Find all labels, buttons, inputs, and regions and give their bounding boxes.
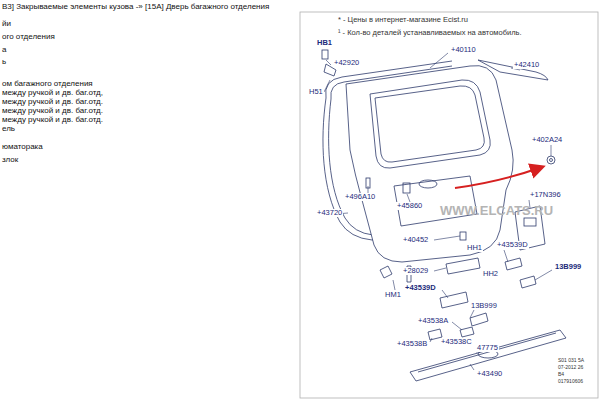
- window-inner: [375, 86, 484, 162]
- zoom-arrow: [455, 167, 542, 188]
- callout-number: +43538A: [417, 317, 449, 325]
- list-item: между ручкой и дв. баг.отд.: [2, 98, 103, 107]
- callout-number: H51: [308, 88, 324, 96]
- callout-number: +43720: [316, 209, 343, 217]
- pad: [460, 327, 474, 337]
- list-item: ого отделения: [2, 33, 55, 42]
- list-item: злок: [2, 156, 18, 165]
- callout-number: +42410: [513, 61, 540, 69]
- callout-number: +402A24: [531, 136, 563, 144]
- callout-number: 47775: [476, 344, 499, 352]
- list-item: юматорака: [2, 143, 43, 152]
- callout-number: 13B999: [554, 263, 582, 271]
- callout-number: 13B999: [470, 302, 498, 310]
- clip: [380, 266, 392, 278]
- nut-hole: [550, 159, 553, 162]
- callout-number: +40110: [450, 46, 477, 54]
- page-title: В3] Закрываемые элементы кузова -» [15A]…: [2, 3, 269, 12]
- handle-bar: [410, 330, 566, 381]
- bracket-slot: [524, 218, 536, 226]
- list-item: между ручкой и дв. баг.отд.: [2, 116, 103, 125]
- callout-number: +43539D: [496, 241, 529, 249]
- callout-number: +45860: [396, 202, 423, 210]
- callout-number: +496A10: [344, 193, 376, 201]
- list-item: между ручкой и дв. баг.отд.: [2, 107, 103, 116]
- list-item: ом багажного отделения: [2, 80, 93, 89]
- list-item: ь: [2, 58, 6, 67]
- callout-number: HH1: [466, 244, 483, 252]
- drawing-stamp: 017910606: [558, 379, 583, 385]
- handle: [446, 258, 480, 274]
- pad: [470, 313, 488, 326]
- nut: [547, 156, 555, 164]
- note-text: ¹ - Кол-во деталей устанавливаемых на ав…: [338, 29, 522, 37]
- callout-number: +43539D: [404, 284, 437, 292]
- switch: [460, 232, 466, 240]
- hinge-bolt: [322, 50, 328, 59]
- clip: [403, 183, 410, 193]
- panel-frame: [300, 12, 598, 398]
- list-item: йи: [2, 20, 11, 29]
- list-item: между ручкой и дв. баг.отд,: [2, 89, 103, 98]
- callout-number: HM1: [384, 291, 402, 299]
- plate-recess: [394, 176, 477, 226]
- list-item: а: [2, 46, 6, 55]
- list-item: ель: [2, 125, 15, 134]
- drawing-stamp: 07-2012 26: [558, 365, 583, 371]
- callout-number: +43490: [476, 370, 503, 378]
- callout-number: +42920: [333, 59, 360, 67]
- callout-number: HB1: [316, 39, 333, 47]
- watermark: WWW.ELCATS.RU: [440, 204, 553, 218]
- callout-number: +40452: [402, 236, 429, 244]
- callout-number: HH2: [482, 270, 499, 278]
- callout-number: +43538B: [396, 340, 428, 348]
- callout-number: +28029: [402, 267, 429, 275]
- emblem: [419, 180, 437, 188]
- pad: [440, 292, 468, 308]
- note-text: * - Цены в интернет-магазине Ecist.ru: [338, 16, 468, 24]
- door-panel: [346, 66, 513, 262]
- handle-bar-line: [418, 333, 556, 372]
- drawing-stamp: B4: [558, 372, 564, 378]
- drawing-stamp: S01 031 5A: [558, 358, 584, 364]
- spoiler: [478, 60, 548, 80]
- pad: [520, 276, 536, 288]
- window-opening: [370, 80, 490, 168]
- callout-number: +43538C: [440, 338, 473, 346]
- callout-number: +17N396: [529, 191, 562, 199]
